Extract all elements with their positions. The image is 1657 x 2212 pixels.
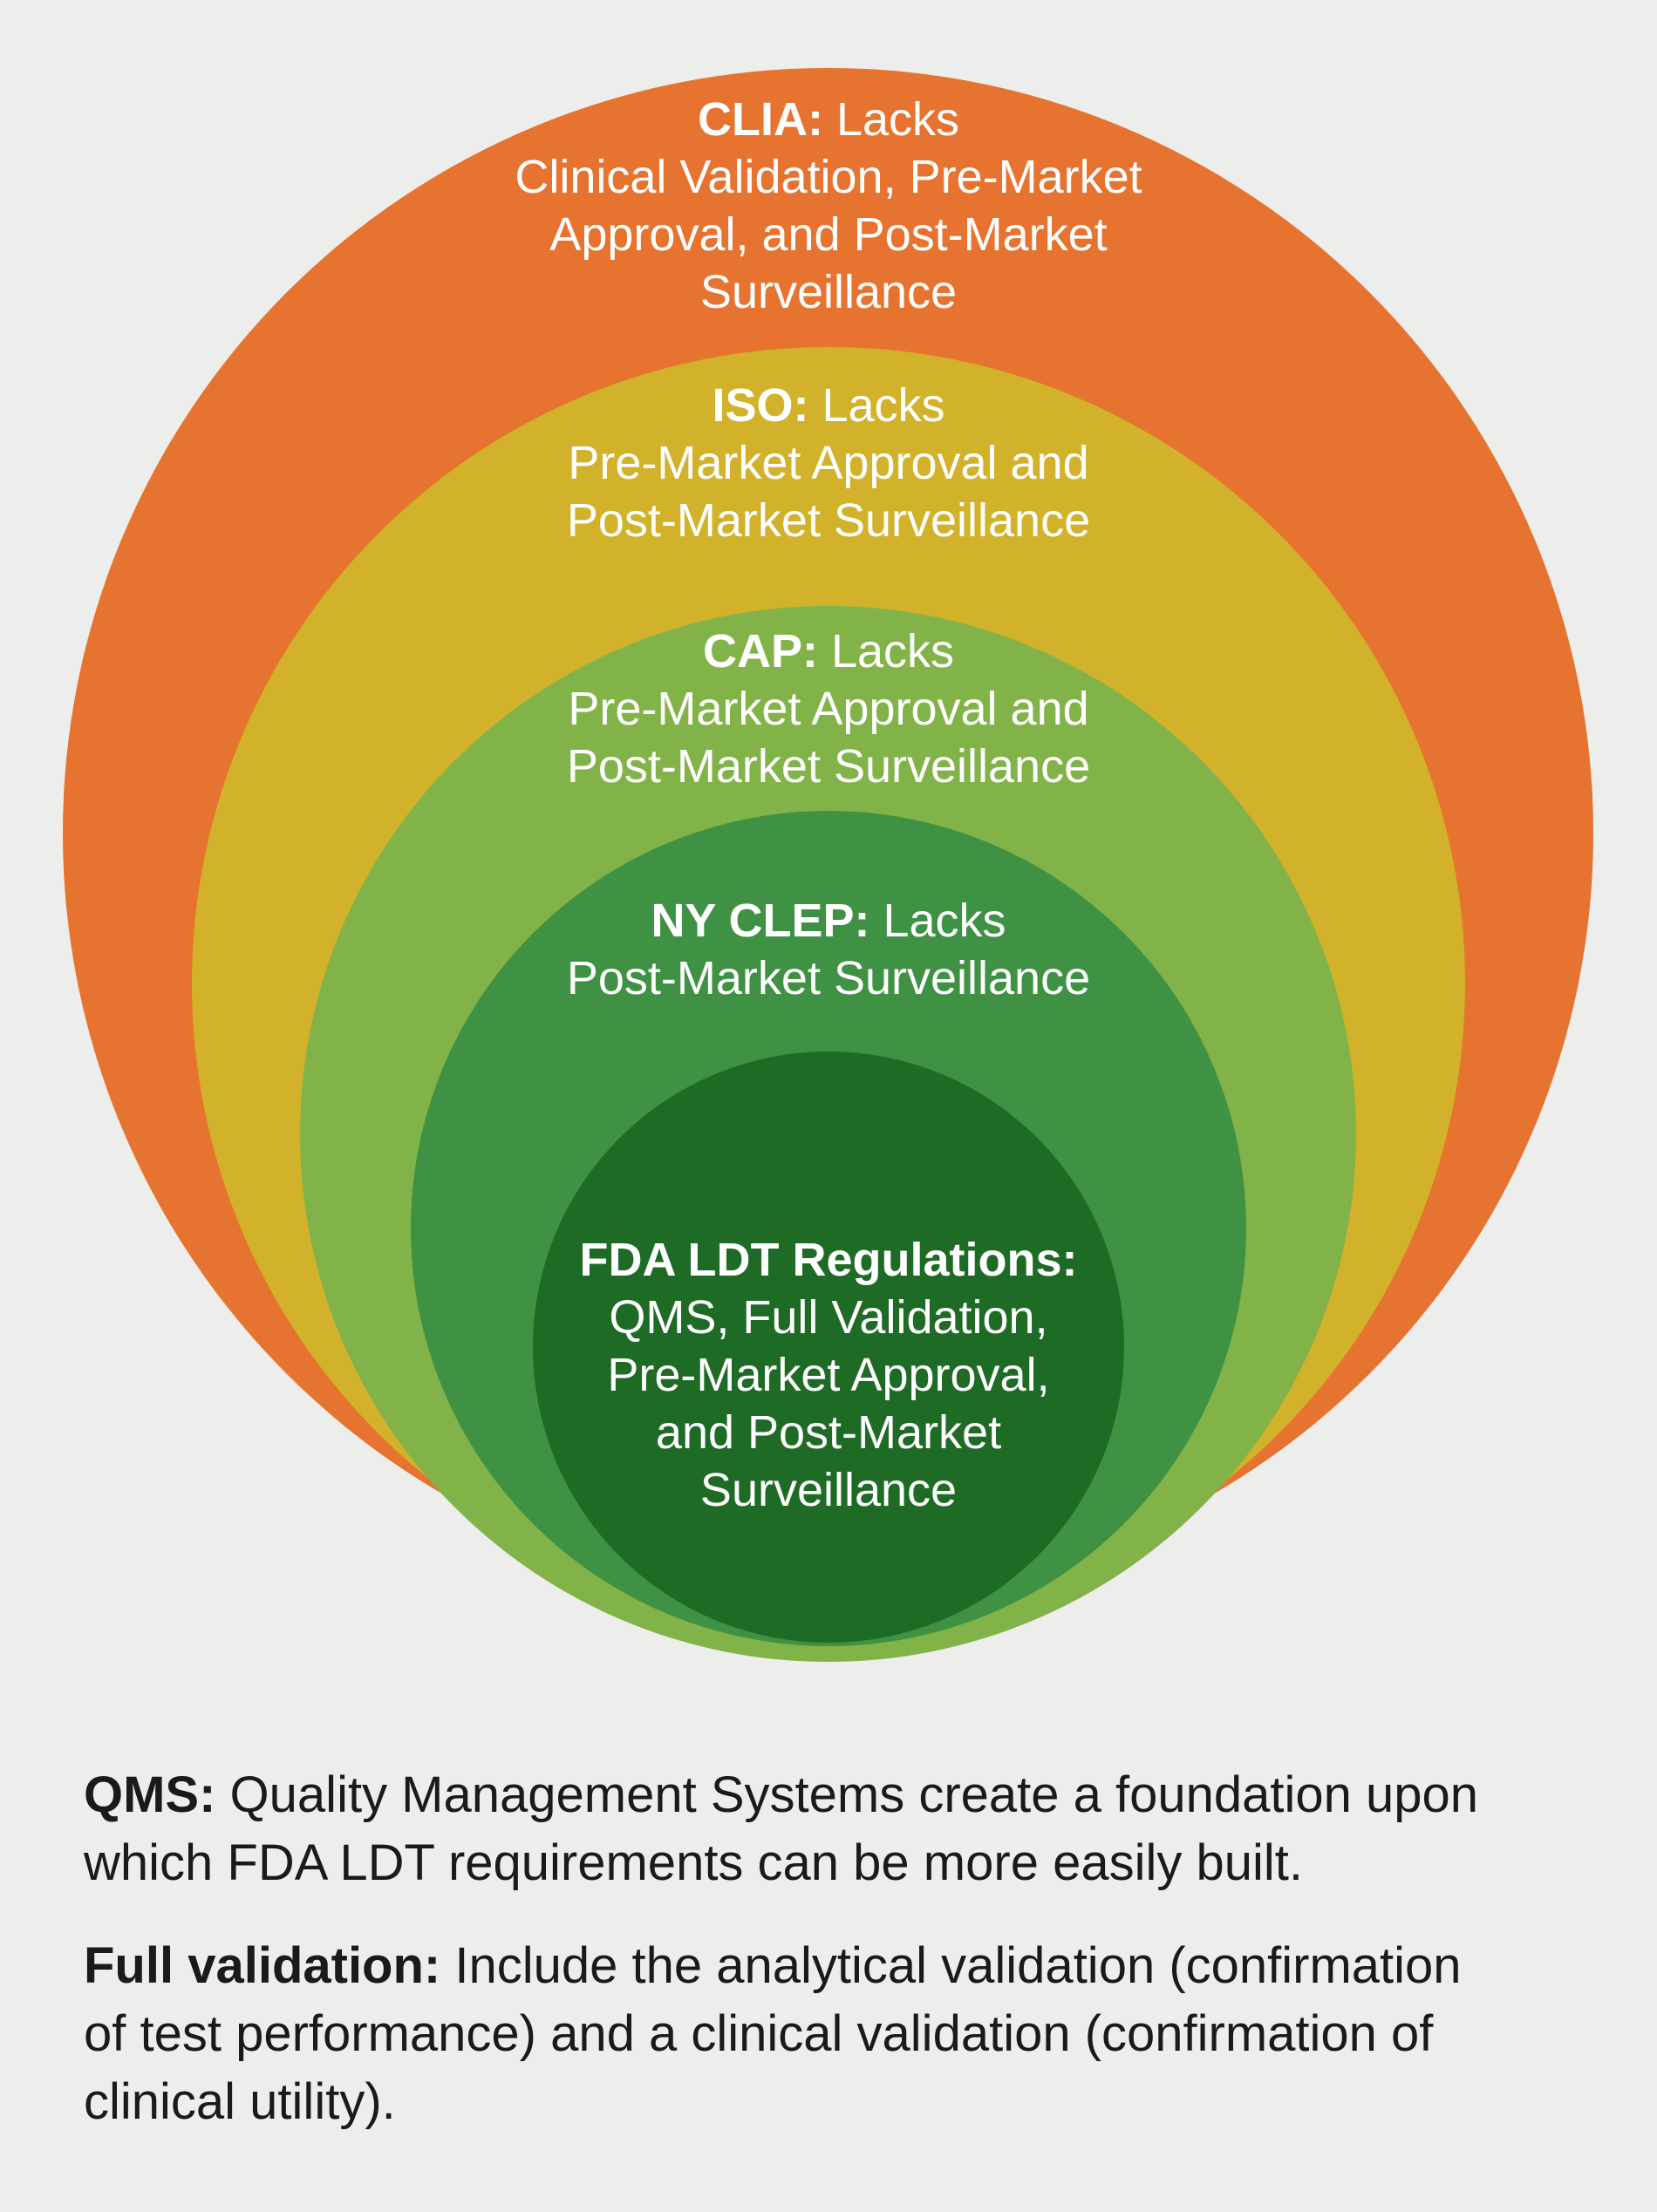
footnote-full-validation-line-2: of test performance) and a clinical vali… (84, 2005, 1434, 2062)
circle-label-fda-ldt: FDA LDT Regulations: QMS, Full Validatio… (0, 1231, 1657, 1519)
iso-title-rest: Lacks (808, 379, 945, 432)
clia-title-bold: CLIA: (697, 93, 823, 146)
circle-label-iso: ISO: Lacks Pre-Market Approval and Post-… (0, 377, 1657, 549)
ny-clep-title-bold: NY CLEP: (651, 895, 870, 947)
ny-clep-title-rest: Lacks (869, 895, 1006, 947)
circle-label-cap: CAP: Lacks Pre-Market Approval and Post-… (0, 623, 1657, 795)
circle-fda-ldt (533, 1052, 1124, 1643)
fda-line-3: Pre-Market Approval, (607, 1349, 1050, 1401)
clia-line-4: Surveillance (699, 266, 958, 318)
clia-title-rest: Lacks (822, 93, 960, 146)
footnote-qms-rest: Quality Management Systems create a foun… (215, 1766, 1479, 1823)
circle-label-ny-clep: NY CLEP: Lacks Post-Market Surveillance (0, 892, 1657, 1007)
circle-label-clia: CLIA: Lacks Clinical Validation, Pre-Mar… (0, 91, 1657, 321)
fda-line-5: Surveillance (699, 1464, 958, 1516)
footnote-full-validation-line-3: clinical utility). (84, 2073, 396, 2130)
iso-title-line: ISO: Lacks (0, 377, 1657, 434)
footnote-qms-line-1: QMS: Quality Management Systems create a… (84, 1761, 1636, 1829)
cap-line-2: Pre-Market Approval and (568, 683, 1089, 735)
cap-title-bold: CAP: (702, 625, 818, 677)
cap-title-line: CAP: Lacks (0, 623, 1657, 680)
clia-title-line: CLIA: Lacks (0, 91, 1657, 148)
fda-line-2: QMS, Full Validation, (609, 1291, 1048, 1344)
iso-title-bold: ISO: (712, 379, 809, 432)
ny-clep-title-line: NY CLEP: Lacks (0, 892, 1657, 949)
ny-clep-line-2: Post-Market Surveillance (566, 952, 1091, 1004)
iso-line-2: Pre-Market Approval and (568, 437, 1089, 489)
footnote-full-validation: Full validation: Include the analytical … (84, 1932, 1636, 2136)
footnote-full-validation-bold: Full validation: (84, 1937, 441, 1994)
fda-title-bold: FDA LDT Regulations: (579, 1234, 1078, 1286)
clia-line-3: Approval, and Post-Market (549, 208, 1108, 261)
fda-line-4: and Post-Market (655, 1406, 1002, 1459)
iso-line-3: Post-Market Surveillance (566, 494, 1091, 547)
footnote-full-validation-rest: Include the analytical validation (confi… (440, 1937, 1462, 1994)
cap-title-rest: Lacks (817, 625, 955, 677)
footnote-qms-line-2: which FDA LDT requirements can be more e… (84, 1834, 1303, 1891)
clia-line-2: Clinical Validation, Pre-Market (515, 151, 1142, 203)
cap-line-3: Post-Market Surveillance (566, 740, 1091, 793)
fda-title-line: FDA LDT Regulations: (0, 1231, 1657, 1289)
footnote-full-validation-line-1: Full validation: Include the analytical … (84, 1932, 1636, 2000)
footnote-qms-bold: QMS: (84, 1766, 216, 1823)
footnote-qms: QMS: Quality Management Systems create a… (84, 1761, 1636, 1897)
